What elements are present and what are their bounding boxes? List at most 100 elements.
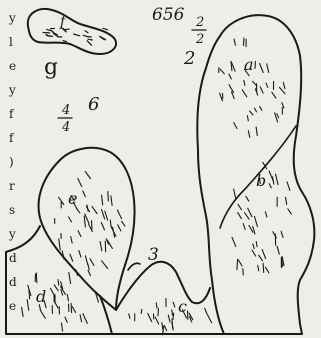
hatch-stroke (118, 225, 121, 231)
hatch-stroke (205, 308, 207, 314)
hatch-stroke (79, 251, 81, 257)
hatch-stroke (256, 127, 257, 136)
hatch-stroke (288, 209, 292, 214)
hatch-stroke (248, 131, 250, 138)
hatch-stroke (59, 239, 60, 250)
label-letter-d: d (36, 287, 46, 306)
hatch-stroke (148, 313, 152, 321)
hatch-stroke (141, 309, 142, 313)
hatch-stroke (105, 211, 108, 220)
label-letter-a: a (244, 55, 254, 74)
margin-letter: y (8, 11, 16, 25)
hatch-stroke (265, 267, 269, 273)
hatch-stroke (78, 178, 82, 186)
hatch-stroke (122, 221, 125, 226)
hatch-stroke (238, 213, 242, 219)
margin-letter: l (9, 35, 13, 49)
specimen-e-d-c (6, 148, 224, 335)
hatch-stroke (69, 273, 71, 284)
label-numeral-3: 3 (148, 245, 159, 265)
hatch-stroke (287, 182, 290, 191)
hatch-stroke (102, 210, 105, 220)
hatch-stroke (173, 302, 175, 307)
margin-letter: f (9, 107, 15, 121)
hatch-stroke (55, 303, 58, 308)
hatch-stroke (250, 111, 253, 115)
fraction-4-over-4: 4 4 (58, 103, 72, 135)
margin-letter: s (9, 203, 15, 217)
hatch-stroke (234, 39, 235, 45)
hatch-stroke (259, 255, 263, 261)
hatch-stroke (269, 184, 271, 188)
hatch-stroke (237, 259, 238, 269)
hatch-stroke (208, 315, 212, 323)
hatch-stroke (101, 223, 104, 230)
hatch-stroke (172, 319, 173, 328)
margin-letter: d (9, 251, 17, 265)
hatch-stroke (80, 315, 82, 322)
label-numeral-6: 6 (88, 94, 99, 115)
margin-letter: f (9, 131, 15, 145)
hatch-stroke (69, 217, 72, 222)
hatch-stroke (102, 195, 103, 205)
label-numeral-2: 2 (183, 48, 195, 69)
hatch-stroke (272, 92, 276, 98)
hatch-stroke (242, 90, 247, 97)
hatch-stroke (266, 83, 268, 87)
hatch-stroke (234, 123, 237, 129)
hatch-stroke (65, 317, 67, 322)
hatch-stroke (277, 114, 279, 118)
hatch-stroke (155, 317, 159, 324)
hatch-stroke (22, 307, 24, 316)
hatch-stroke (50, 30, 53, 31)
label-letter-c: c (178, 297, 187, 316)
fraction-4-numerator: 4 (61, 103, 70, 118)
hatch-stroke (156, 303, 157, 308)
hatch-stroke (262, 250, 265, 259)
hatch-stroke (84, 216, 85, 227)
hatch-stroke (47, 36, 53, 37)
hatch-stroke (27, 300, 29, 311)
hatch-stroke (88, 264, 89, 270)
hatch-stroke (164, 326, 166, 331)
hatch-stroke (83, 314, 87, 324)
hatch-stroke (232, 237, 236, 246)
hatch-stroke (279, 87, 285, 93)
hatch-stroke (102, 261, 108, 269)
hatch-stroke (88, 39, 92, 40)
margin-letter: d (9, 275, 17, 289)
hatch-stroke (83, 35, 87, 36)
hatch-stroke (244, 80, 245, 85)
hatch-stroke (243, 224, 245, 230)
hatch-stroke (63, 41, 66, 42)
hatch-stroke (36, 273, 37, 283)
hatch-stroke (110, 220, 111, 227)
hatch-stroke (100, 242, 102, 251)
hatch-stroke (78, 231, 81, 237)
hatch-stroke (260, 106, 262, 110)
fraction-4-denominator: 4 (61, 120, 70, 135)
hatch-stroke (267, 64, 269, 73)
hatch-stroke (77, 209, 80, 213)
margin-letter: ) (9, 155, 14, 169)
label-letter-g: g (44, 55, 58, 80)
hatch-stroke (62, 323, 63, 331)
hatch-stroke (258, 265, 259, 271)
margin-letter: y (8, 227, 16, 241)
hatch-stroke (85, 256, 87, 265)
hatch-stroke (246, 196, 249, 201)
margin-letter: y (8, 83, 16, 97)
hatch-stroke (58, 280, 59, 286)
hatch-stroke (273, 177, 274, 184)
hatch-stroke (265, 212, 267, 217)
hatch-stroke (263, 263, 264, 272)
hatch-stroke (260, 64, 264, 73)
hatch-stroke (244, 38, 245, 45)
hatch-stroke (252, 250, 256, 256)
hatch-stroke (111, 196, 112, 206)
hatch-stroke (117, 210, 121, 218)
hatch-stroke (238, 204, 242, 209)
hatch-stroke (88, 271, 90, 276)
